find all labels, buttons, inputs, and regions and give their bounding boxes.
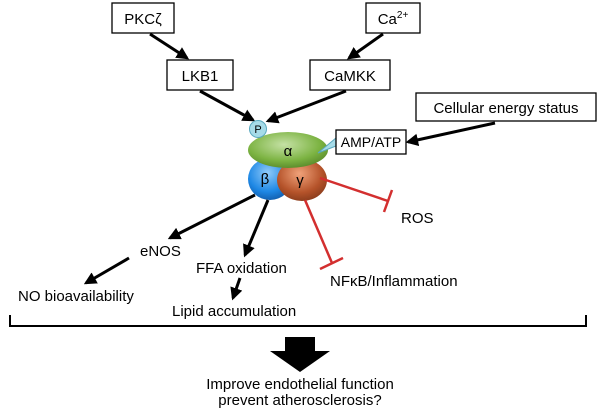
arrow-camkk-p [265, 89, 347, 124]
ros-label: ROS [401, 210, 434, 227]
arrow-ampk-ffa [243, 199, 270, 258]
pkc-node: PKCζ [111, 2, 175, 34]
arrow-energy-ampatp [405, 121, 496, 147]
arrow-enos-no [83, 256, 130, 285]
energy-label: Cellular energy status [433, 100, 578, 117]
ffa-label: FFA oxidation [196, 260, 287, 277]
inhibit-nfkb [303, 199, 344, 271]
ampk-complex: α β γ P [248, 120, 328, 201]
camkk-label: CaMKK [324, 68, 376, 85]
outcome-line2: prevent atherosclerosis? [218, 392, 381, 409]
gamma-label: γ [296, 172, 304, 189]
camkk-node: CaMKK [309, 59, 391, 91]
big-down-arrow [270, 337, 330, 372]
arrow-pkc-lkb1 [149, 32, 190, 60]
outcome-line1: Improve endothelial function [206, 376, 394, 393]
phospho-site [249, 120, 267, 138]
arrow-ampk-enos [167, 193, 256, 240]
no-label: NO bioavailability [18, 288, 134, 305]
ca-node: Ca2+ [365, 2, 421, 34]
lkb1-node: LKB1 [166, 59, 234, 91]
lipid-label: Lipid accumulation [172, 303, 296, 320]
gamma-subunit [277, 159, 327, 201]
phospho-label: P [254, 124, 261, 136]
nfkb-label: NFκB/Inflammation [330, 273, 458, 290]
alpha-label: α [284, 143, 293, 160]
pkc-label: PKCζ [124, 11, 162, 28]
lkb1-label: LKB1 [182, 68, 219, 85]
summary-bracket [9, 315, 587, 327]
arrow-lkb1-p [199, 89, 256, 122]
alpha-subunit [248, 132, 328, 168]
amp-atp-label: AMP/ATP [341, 134, 401, 150]
ca-label: Ca2+ [378, 10, 409, 28]
inhibit-ros [319, 176, 394, 213]
amp-atp-callout: AMP/ATP [317, 129, 407, 155]
arrow-ffa-lipid [230, 277, 243, 301]
arrow-ca-camkk [346, 32, 384, 60]
beta-label: β [261, 171, 270, 188]
enos-label: eNOS [140, 243, 181, 260]
energy-node: Cellular energy status [415, 92, 597, 122]
